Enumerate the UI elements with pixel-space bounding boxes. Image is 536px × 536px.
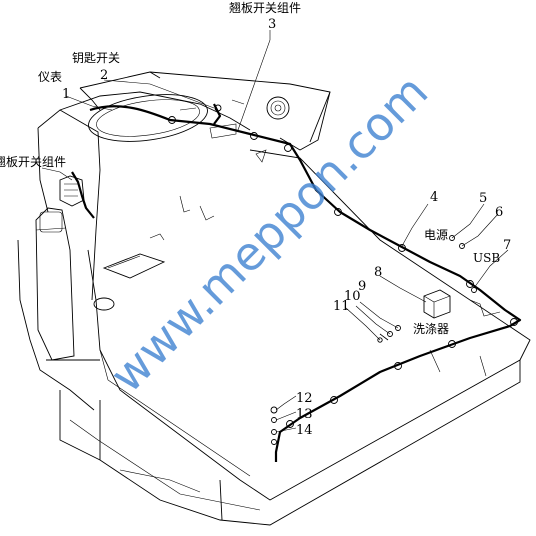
label-12-num: 12 (296, 391, 313, 406)
label-3-num: 3 (268, 17, 276, 32)
label-3-text: 翘板开关组件 (229, 1, 301, 15)
leader-lines (41, 30, 509, 433)
label-5-num: 5 (479, 191, 487, 206)
label-2-num: 2 (100, 68, 108, 83)
label-6-num: 6 (495, 205, 503, 220)
label-2-text: 钥匙开关 (72, 51, 120, 65)
label-13-num: 13 (296, 407, 313, 422)
label-4-num: 4 (430, 190, 438, 205)
washer-and-sockets (270, 235, 477, 445)
label-10-num: 10 (344, 289, 361, 304)
label-8-num: 8 (374, 265, 382, 280)
label-8-text: 洗涤器 (413, 322, 449, 336)
cab-body-outline (17, 71, 531, 526)
label-7-num: 7 (503, 238, 511, 253)
label-left-switch-text: 翘板开关组件 (0, 155, 66, 169)
label-1-num: 1 (62, 87, 70, 102)
harness-clips (168, 104, 518, 428)
label-11-num: 11 (333, 299, 350, 314)
label-5-text: 电源 (424, 228, 448, 242)
label-1-text: 仪表 (38, 70, 62, 84)
callout-labels: 翘板开关组件 3 钥匙开关 2 仪表 1 翘板开关组件 4 5 电源 6 7 U… (0, 1, 511, 438)
label-14-num: 14 (296, 423, 313, 438)
wire-harness-main (71, 103, 522, 462)
label-7-text: USB (473, 251, 500, 265)
label-9-num: 9 (358, 279, 366, 294)
